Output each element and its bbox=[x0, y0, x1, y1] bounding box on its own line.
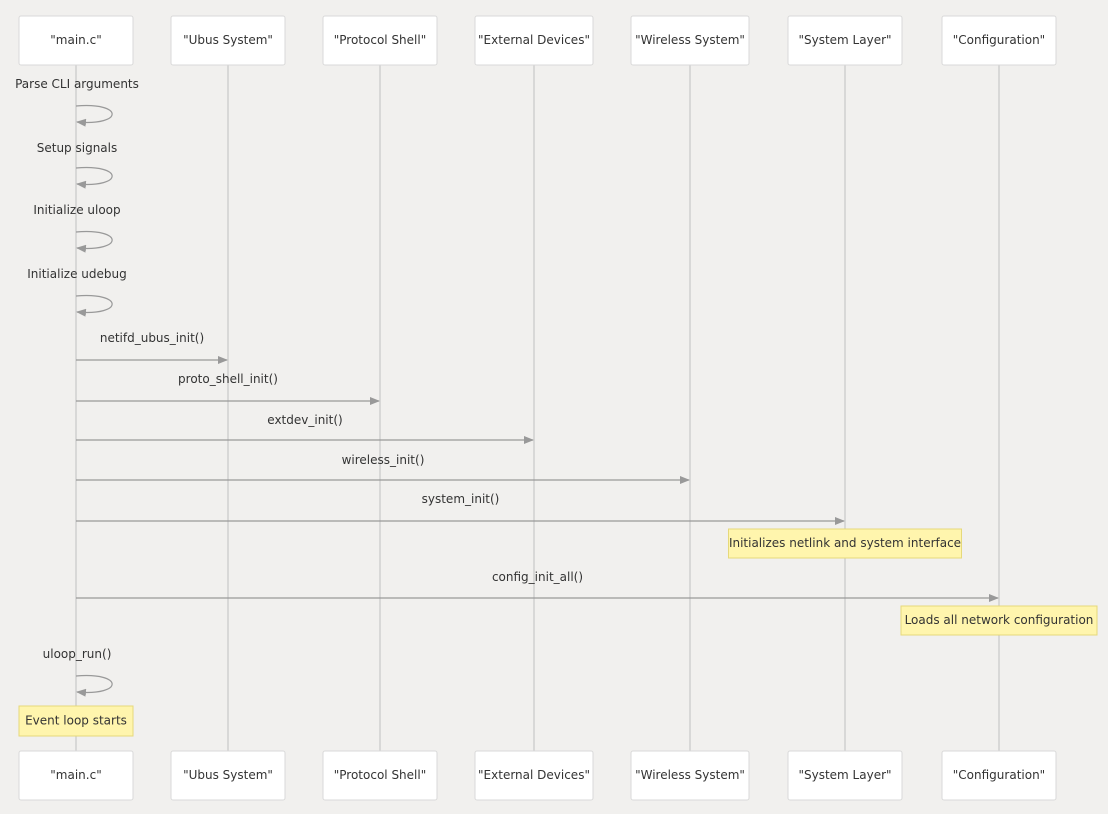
participant-top-system-layer: "System Layer" bbox=[787, 15, 903, 66]
note-box bbox=[728, 528, 962, 559]
participant-box bbox=[322, 750, 438, 801]
participant-top-configuration: "Configuration" bbox=[941, 15, 1057, 66]
note-box bbox=[18, 705, 134, 737]
participant-box bbox=[787, 750, 903, 801]
message-parse-cli-arguments: Parse CLI arguments bbox=[15, 77, 139, 127]
participant-bottom-external-devices: "External Devices" bbox=[474, 750, 594, 801]
participant-box bbox=[322, 15, 438, 66]
participant-top-protocol-shell: "Protocol Shell" bbox=[322, 15, 438, 66]
participant-box bbox=[474, 15, 594, 66]
participant-label: "Wireless System" bbox=[635, 33, 745, 47]
participant-bottom-protocol-shell: "Protocol Shell" bbox=[322, 750, 438, 801]
self-message-arrow bbox=[75, 674, 113, 697]
participant-box bbox=[941, 750, 1057, 801]
message-label: uloop_run() bbox=[43, 647, 112, 661]
participant-label: "Configuration" bbox=[953, 33, 1045, 47]
message-setup-signals: Setup signals bbox=[37, 141, 118, 189]
message-label: wireless_init() bbox=[342, 453, 425, 467]
note-box bbox=[900, 605, 1098, 636]
self-message-arrow bbox=[75, 104, 113, 127]
participant-label: "main.c" bbox=[50, 33, 101, 47]
message-extdev-init-: extdev_init() bbox=[76, 413, 534, 444]
participant-label: "Ubus System" bbox=[183, 768, 273, 782]
note: Event loop starts bbox=[18, 705, 134, 737]
participant-bottom-main-c: "main.c" bbox=[18, 750, 134, 801]
note-text: Initializes netlink and system interface bbox=[729, 536, 961, 550]
participant-box bbox=[941, 15, 1057, 66]
participant-box bbox=[630, 750, 750, 801]
participant-label: "External Devices" bbox=[478, 768, 590, 782]
message-label: Initialize udebug bbox=[27, 267, 126, 281]
note: Initializes netlink and system interface bbox=[728, 528, 962, 559]
note: Loads all network configuration bbox=[900, 605, 1098, 636]
message-proto-shell-init-: proto_shell_init() bbox=[76, 372, 380, 405]
message-netifd-ubus-init-: netifd_ubus_init() bbox=[76, 331, 228, 364]
participant-label: "Protocol Shell" bbox=[334, 33, 426, 47]
participant-bottom-system-layer: "System Layer" bbox=[787, 750, 903, 801]
participant-label: "Configuration" bbox=[953, 768, 1045, 782]
participant-label: "Wireless System" bbox=[635, 768, 745, 782]
self-message-arrow bbox=[75, 294, 113, 317]
message-label: Parse CLI arguments bbox=[15, 77, 139, 91]
message-label: Initialize uloop bbox=[33, 203, 120, 217]
participant-box bbox=[18, 15, 134, 66]
participant-bottom-wireless-system: "Wireless System" bbox=[630, 750, 750, 801]
participant-label: "External Devices" bbox=[478, 33, 590, 47]
message-label: netifd_ubus_init() bbox=[100, 331, 204, 345]
participant-label: "System Layer" bbox=[798, 33, 891, 47]
note-text: Event loop starts bbox=[25, 714, 127, 728]
message-initialize-uloop: Initialize uloop bbox=[33, 203, 121, 253]
self-message-arrow bbox=[75, 166, 113, 189]
participant-box bbox=[170, 750, 286, 801]
participant-top-ubus-system: "Ubus System" bbox=[170, 15, 286, 66]
participant-label: "System Layer" bbox=[798, 768, 891, 782]
message-label: config_init_all() bbox=[492, 570, 583, 584]
participant-label: "Protocol Shell" bbox=[334, 768, 426, 782]
participant-top-wireless-system: "Wireless System" bbox=[630, 15, 750, 66]
participant-box bbox=[787, 15, 903, 66]
message-system-init-: system_init() bbox=[76, 492, 845, 525]
participant-box bbox=[630, 15, 750, 66]
message-label: system_init() bbox=[422, 492, 500, 506]
message-initialize-udebug: Initialize udebug bbox=[27, 267, 127, 317]
participant-top-main-c: "main.c" bbox=[18, 15, 134, 66]
participant-box bbox=[170, 15, 286, 66]
message-label: Setup signals bbox=[37, 141, 118, 155]
message-config-init-all-: config_init_all() bbox=[76, 570, 999, 602]
self-message-arrow bbox=[75, 230, 113, 253]
message-label: extdev_init() bbox=[267, 413, 342, 427]
participant-bottom-configuration: "Configuration" bbox=[941, 750, 1057, 801]
participant-label: "main.c" bbox=[50, 768, 101, 782]
participant-label: "Ubus System" bbox=[183, 33, 273, 47]
participant-box bbox=[18, 750, 134, 801]
participant-top-external-devices: "External Devices" bbox=[474, 15, 594, 66]
participant-box bbox=[474, 750, 594, 801]
note-text: Loads all network configuration bbox=[905, 613, 1094, 627]
message-wireless-init-: wireless_init() bbox=[76, 453, 690, 484]
message-label: proto_shell_init() bbox=[178, 372, 278, 386]
message-uloop-run-: uloop_run() bbox=[43, 647, 113, 697]
participant-bottom-ubus-system: "Ubus System" bbox=[170, 750, 286, 801]
